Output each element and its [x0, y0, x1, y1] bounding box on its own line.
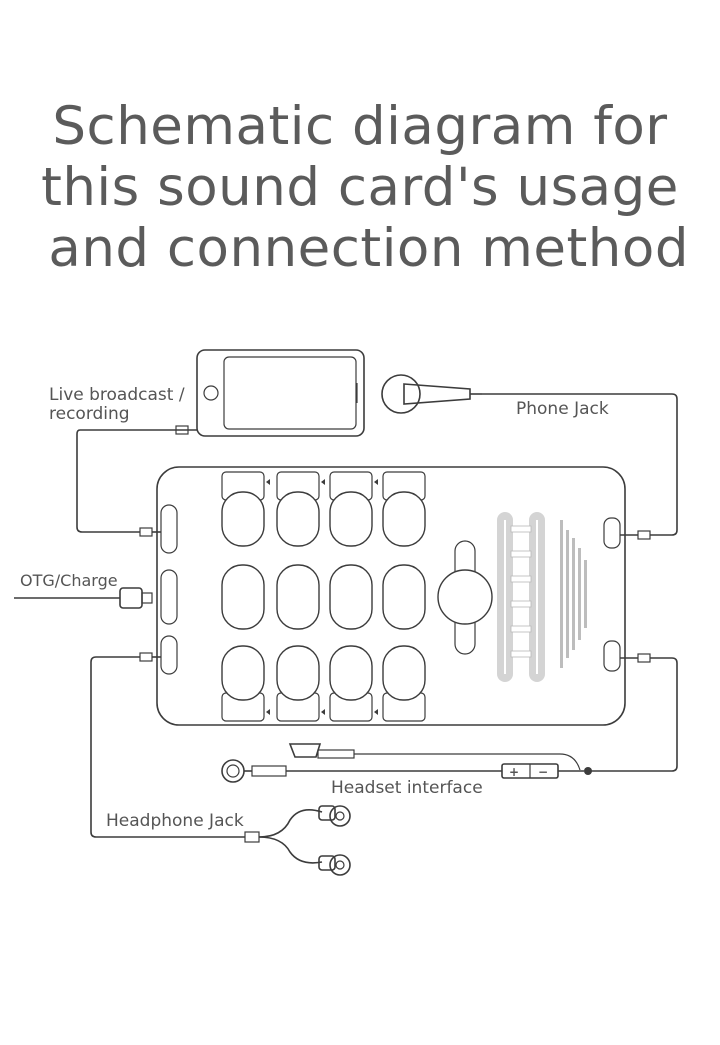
phone-jack-cable	[482, 393, 678, 540]
middle-button-row	[221, 564, 426, 630]
label-live-broadcast: Live broadcast /	[49, 385, 185, 405]
otg-cable	[14, 587, 153, 609]
headphone-cable	[90, 652, 323, 864]
earbud-top-icon	[318, 805, 351, 827]
sound-card-body	[156, 466, 626, 726]
left-ports	[160, 504, 178, 675]
title-line-3: and connection method	[31, 218, 689, 279]
microphone-icon	[381, 374, 482, 414]
title-line-1: Schematic diagram for	[52, 96, 668, 157]
bottom-button-row	[221, 645, 426, 722]
phone-icon	[196, 349, 365, 437]
live-broadcast-cable	[76, 425, 197, 537]
title-line-2: this sound card's usage	[41, 157, 679, 218]
right-ports	[603, 517, 621, 672]
faders	[497, 512, 545, 682]
level-meter	[560, 520, 587, 668]
headset-cable	[221, 653, 678, 783]
top-button-row	[221, 471, 426, 547]
main-knob	[437, 540, 493, 655]
label-headset-interface: Headset interface	[331, 778, 483, 798]
label-otg-charge: OTG/Charge	[20, 571, 118, 590]
label-phone-jack: Phone Jack	[516, 399, 609, 419]
inline-minus: −	[538, 765, 548, 779]
label-headphone-jack: Headphone Jack	[106, 811, 244, 831]
earbud-bottom-icon	[318, 854, 351, 876]
inline-plus: +	[509, 765, 519, 779]
label-recording: recording	[49, 404, 130, 424]
page-title: Schematic diagram for this sound card's …	[0, 96, 720, 279]
